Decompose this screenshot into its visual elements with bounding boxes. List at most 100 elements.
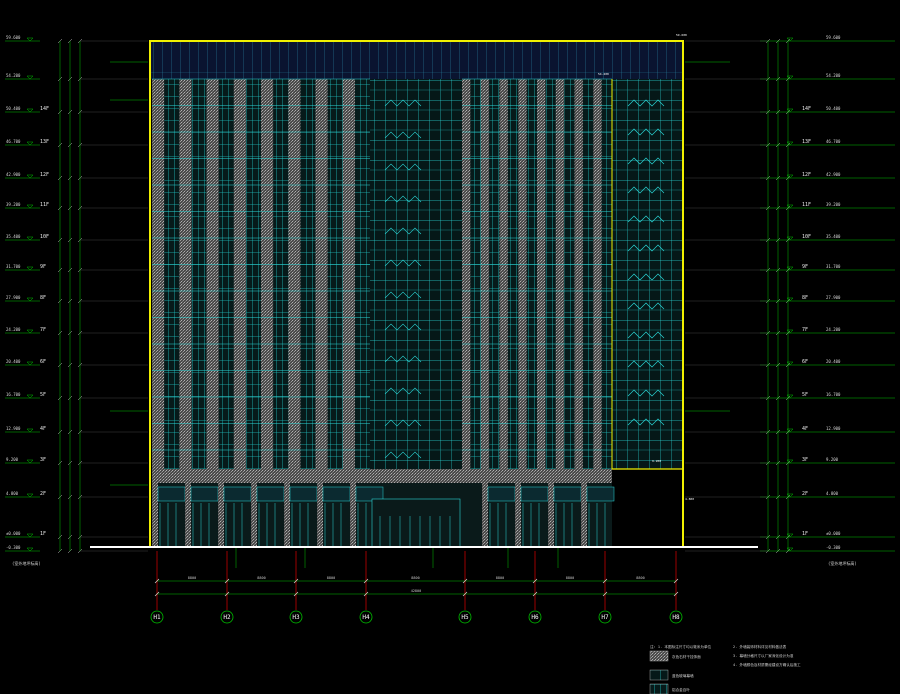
level-elev-right: -0.300 <box>826 545 841 550</box>
level-floor-left: 13F <box>40 139 49 145</box>
curtain-zigzag <box>384 163 422 171</box>
level-elev-right: 39.200 <box>826 202 841 207</box>
stone-pier <box>537 79 546 469</box>
roof-top-tag: 59.600 <box>676 33 687 37</box>
glass-strip <box>470 79 481 469</box>
curtain-zigzag <box>384 451 422 459</box>
bay-dimension: 8800 <box>257 576 265 580</box>
bay-dimension: 8800 <box>496 576 504 580</box>
level-triangle-left <box>26 266 34 271</box>
level-triangle-left <box>26 108 34 113</box>
podium-pier <box>284 483 290 547</box>
level-triangle-right <box>786 394 794 399</box>
bay-dimension: 8800 <box>566 576 574 580</box>
level-floor-right: 6F <box>802 359 808 365</box>
right-curtain-wall <box>612 79 683 469</box>
level-elev-right: 42.900 <box>826 172 841 177</box>
level-floor-right: 11F <box>802 202 811 208</box>
level-triangle-left <box>26 428 34 433</box>
podium-pier <box>350 483 356 547</box>
stone-pier <box>593 79 602 469</box>
dim-tick <box>363 578 369 584</box>
glass-strip <box>191 79 207 469</box>
level-triangle-right <box>786 428 794 433</box>
level-elev-right: 9.200 <box>826 457 839 462</box>
level-floor-right: 4F <box>802 426 808 432</box>
stone-pier <box>152 79 165 469</box>
level-triangle-right <box>786 459 794 464</box>
level-triangle-right <box>786 141 794 146</box>
podium-louver <box>322 486 351 502</box>
dim-tick <box>602 591 608 597</box>
level-triangle-right <box>786 75 794 80</box>
dim-tick <box>532 578 538 584</box>
stone-pier <box>261 79 274 469</box>
podium-band <box>152 469 612 483</box>
level-elev-left: ±0.000 <box>6 531 21 536</box>
central-curtain-wall <box>370 79 462 499</box>
level-elev-left: 20.400 <box>6 359 21 364</box>
dim-tick <box>462 591 468 597</box>
level-floor-right: 13F <box>802 139 811 145</box>
total-dimension: 42800 <box>411 589 422 593</box>
bay-dimension: 8800 <box>188 576 196 580</box>
level-triangle-right <box>786 37 794 42</box>
stone-pier <box>480 79 490 469</box>
dim-tick <box>154 591 160 597</box>
stone-pier <box>574 79 583 469</box>
legend-label: 灰色石材干挂饰面 <box>672 654 701 659</box>
level-elev-right: 31.700 <box>826 264 841 269</box>
curtain-zigzag <box>627 418 665 426</box>
podium-pier <box>185 483 191 547</box>
legend-swatch <box>649 683 669 694</box>
curtain-zigzag <box>627 302 665 310</box>
level-floor-left: 2F <box>40 491 46 497</box>
level-elev-right: 20.400 <box>826 359 841 364</box>
axis-label: H6 <box>531 614 539 621</box>
level-triangle-right <box>786 493 794 498</box>
podium-louver <box>190 486 219 502</box>
level-floor-right: 8F <box>802 295 808 301</box>
glass-strip <box>327 79 343 469</box>
stone-pier <box>179 79 192 469</box>
dim-tick <box>602 578 608 584</box>
level-triangle-right <box>786 204 794 209</box>
level-floor-left: 4F <box>40 426 46 432</box>
axis-bubble <box>528 610 542 624</box>
annotation-texts: 59.60054.2009.2004.800(室外地坪标高)(室外地坪标高)注:… <box>12 33 857 694</box>
level-triangle-left <box>26 37 34 42</box>
level-elev-left: 59.600 <box>6 35 21 40</box>
dim-tick <box>673 578 679 584</box>
stone-pier <box>315 79 328 469</box>
glass-strip <box>246 79 261 469</box>
curtain-zigzag <box>384 291 422 299</box>
ground-right-tag: (室外地坪标高) <box>828 560 857 566</box>
podium-louver <box>487 486 516 502</box>
level-elev-right: 59.600 <box>826 35 841 40</box>
level-elev-right: 35.400 <box>826 234 841 239</box>
axis-grid: 42800H18800H28800H38800H48800H58800H6880… <box>150 551 683 624</box>
level-elev-left: 35.400 <box>6 234 21 239</box>
level-floor-left: 5F <box>40 392 46 398</box>
curtain-zigzag <box>627 215 665 223</box>
level-triangle-left <box>26 493 34 498</box>
level-triangle-left <box>26 547 34 552</box>
level-triangle-right <box>786 329 794 334</box>
axis-bubble <box>458 610 472 624</box>
axis-label: H4 <box>362 614 370 621</box>
podium-louver <box>289 486 318 502</box>
level-elev-right: 24.200 <box>826 327 841 332</box>
level-elev-left: 12.900 <box>6 426 21 431</box>
curtain-zigzag <box>627 99 665 107</box>
axis-bubble <box>289 610 303 624</box>
bay-dimension: 8800 <box>327 576 335 580</box>
glass-strip <box>300 79 316 469</box>
podium-pier <box>548 483 554 547</box>
level-floor-left: 10F <box>40 234 49 240</box>
glass-strip <box>355 79 370 469</box>
roof-mid-tag: 54.200 <box>598 72 609 76</box>
dim-tick <box>673 591 679 597</box>
podium-louver <box>355 486 384 502</box>
